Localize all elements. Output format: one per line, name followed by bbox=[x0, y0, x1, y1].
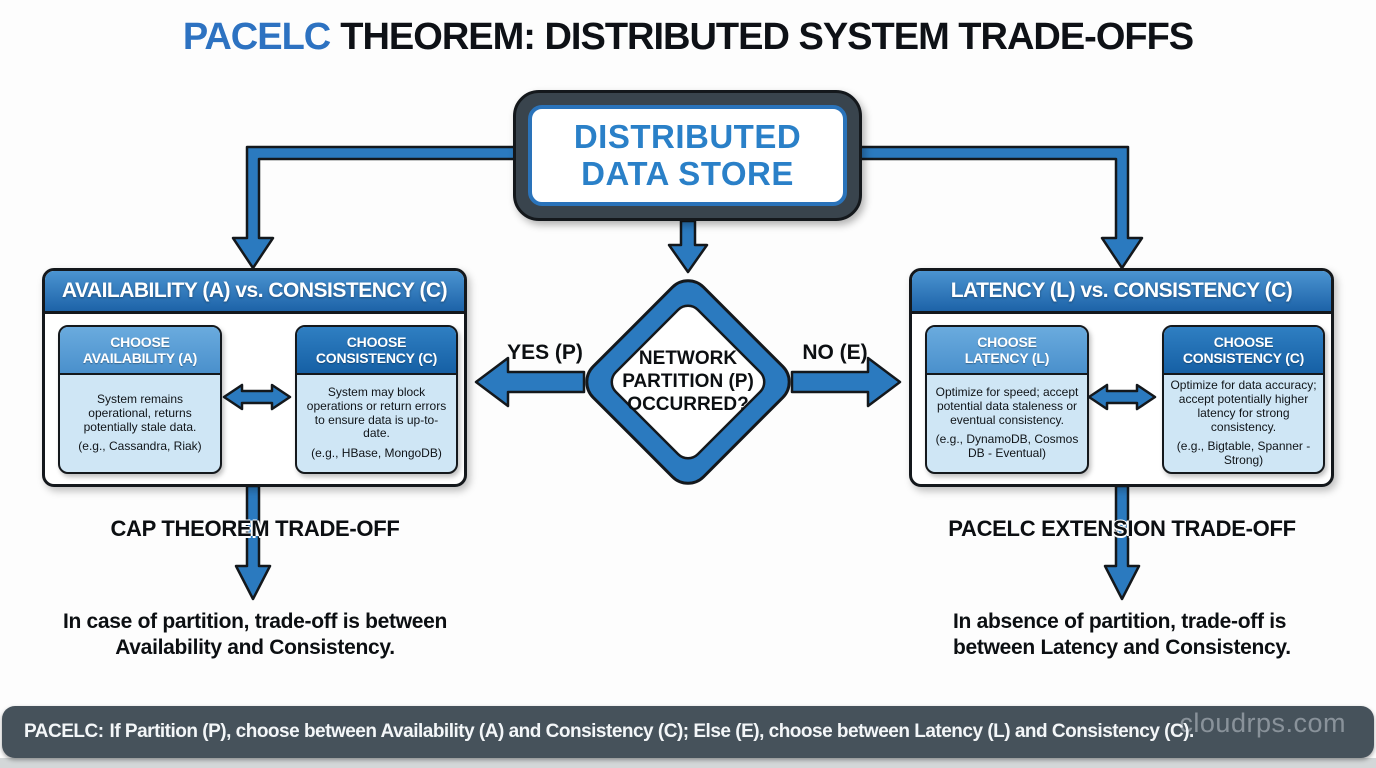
choose-consistency-right-examples: (e.g., Bigtable, Spanner - Strong) bbox=[1176, 439, 1311, 468]
choose-consistency-right-title: CHOOSE CONSISTENCY (C) bbox=[1164, 327, 1323, 375]
choose-consistency-right-box: CHOOSE CONSISTENCY (C) Optimize for data… bbox=[1162, 325, 1325, 474]
left-note-line1: In case of partition, trade-off is betwe… bbox=[62, 610, 448, 633]
choose-availability-title-line2: AVAILABILITY (A) bbox=[82, 350, 198, 366]
choose-availability-examples: (e.g., Cassandra, Riak) bbox=[78, 439, 202, 454]
footer-summary-text: PACELC:If Partition (P), choose between … bbox=[2, 721, 1194, 743]
right-note-line1: In absence of partition, trade-off is bbox=[953, 610, 1287, 633]
choose-consistency-left-body: System may block operations or return er… bbox=[297, 375, 456, 472]
choose-latency-box: CHOOSE LATENCY (L) Optimize for speed; a… bbox=[925, 325, 1089, 474]
choose-latency-title-line1: CHOOSE bbox=[977, 333, 1037, 350]
choose-availability-description: System remains operational, returns pote… bbox=[83, 391, 197, 434]
right-panel-title: LATENCY (L) vs. CONSISTENCY (C) bbox=[912, 271, 1331, 314]
choose-availability-box: CHOOSE AVAILABILITY (A) System remains o… bbox=[58, 325, 222, 474]
choose-consistency-left-box: CHOOSE CONSISTENCY (C) System may block … bbox=[295, 325, 458, 474]
arrow-yes-branch bbox=[474, 356, 586, 408]
left-note-line2: Availability and Consistency. bbox=[115, 636, 395, 660]
no-branch-label: NO (E) bbox=[802, 341, 868, 364]
choose-availability-title: CHOOSE AVAILABILITY (A) bbox=[60, 327, 220, 375]
choose-latency-examples: (e.g., DynamoDB, Cosmos DB - Eventual) bbox=[935, 432, 1079, 461]
availability-vs-consistency-panel: AVAILABILITY (A) vs. CONSISTENCY (C) CHO… bbox=[42, 268, 467, 487]
choose-latency-description: Optimize for speed; accept potential dat… bbox=[935, 385, 1079, 427]
choose-availability-body: System remains operational, returns pote… bbox=[60, 375, 220, 472]
distributed-data-store-node: DISTRIBUTED DATA STORE bbox=[513, 90, 862, 221]
choose-consistency-left-title-line2: CONSISTENCY (C) bbox=[315, 350, 438, 366]
yes-branch-label: YES (P) bbox=[507, 341, 583, 364]
cap-theorem-tradeoff-label: CAP THEOREM TRADE-OFF bbox=[110, 516, 400, 541]
connector-root-to-decision bbox=[667, 219, 709, 274]
choose-latency-title-line2: LATENCY (L) bbox=[964, 350, 1050, 366]
choose-consistency-right-description: Optimize for data accuracy; accept poten… bbox=[1170, 378, 1317, 434]
footer-prefix: PACELC: bbox=[24, 721, 104, 742]
choose-consistency-left-description: System may block operations or return er… bbox=[306, 385, 447, 441]
bottom-edge-strip bbox=[0, 758, 1376, 768]
choose-consistency-right-title-line1: CHOOSE bbox=[1213, 333, 1274, 350]
left-panel-title: AVAILABILITY (A) vs. CONSISTENCY (C) bbox=[45, 271, 464, 314]
connector-root-to-left-panel bbox=[231, 145, 518, 270]
pacelc-extension-tradeoff-label: PACELC EXTENSION TRADE-OFF bbox=[948, 516, 1296, 541]
choose-consistency-left-title-line1: CHOOSE bbox=[346, 333, 407, 350]
footer-body: If Partition (P), choose between Availab… bbox=[109, 721, 1195, 742]
page-title-rest: THEOREM: DISTRIBUTED SYSTEM TRADE-OFFS bbox=[340, 16, 1194, 58]
connector-root-to-right-panel bbox=[857, 145, 1144, 270]
choose-consistency-left-title: CHOOSE CONSISTENCY (C) bbox=[297, 327, 456, 375]
distributed-data-store-label: DISTRIBUTED DATA STORE bbox=[573, 117, 802, 192]
choose-availability-title-line1: CHOOSE bbox=[110, 333, 170, 350]
left-note: In case of partition, trade-off is betwe… bbox=[25, 609, 485, 662]
decision-label: NETWORK PARTITION (P) OCCURRED? bbox=[622, 348, 754, 416]
footer-summary-bar: PACELC:If Partition (P), choose between … bbox=[2, 706, 1374, 758]
watermark: cloudrps.com bbox=[1179, 708, 1346, 738]
choose-consistency-right-body: Optimize for data accuracy; accept poten… bbox=[1164, 375, 1323, 472]
right-note-line2: between Latency and Consistency. bbox=[953, 636, 1291, 660]
arrow-no-branch bbox=[790, 356, 902, 408]
latency-vs-consistency-panel: LATENCY (L) vs. CONSISTENCY (C) CHOOSE L… bbox=[909, 268, 1334, 487]
page-title-highlight: PACELC bbox=[182, 16, 331, 58]
choose-consistency-left-examples: (e.g., HBase, MongoDB) bbox=[311, 446, 442, 461]
distributed-data-store-inner: DISTRIBUTED DATA STORE bbox=[528, 105, 847, 206]
right-note: In absence of partition, trade-off is be… bbox=[953, 609, 1333, 662]
arrow-left-panel-down bbox=[234, 484, 272, 601]
choose-latency-title: CHOOSE LATENCY (L) bbox=[927, 327, 1087, 375]
choose-consistency-right-title-line2: CONSISTENCY (C) bbox=[1182, 350, 1305, 366]
choose-latency-body: Optimize for speed; accept potential dat… bbox=[927, 375, 1087, 472]
arrow-right-panel-down bbox=[1103, 484, 1141, 601]
